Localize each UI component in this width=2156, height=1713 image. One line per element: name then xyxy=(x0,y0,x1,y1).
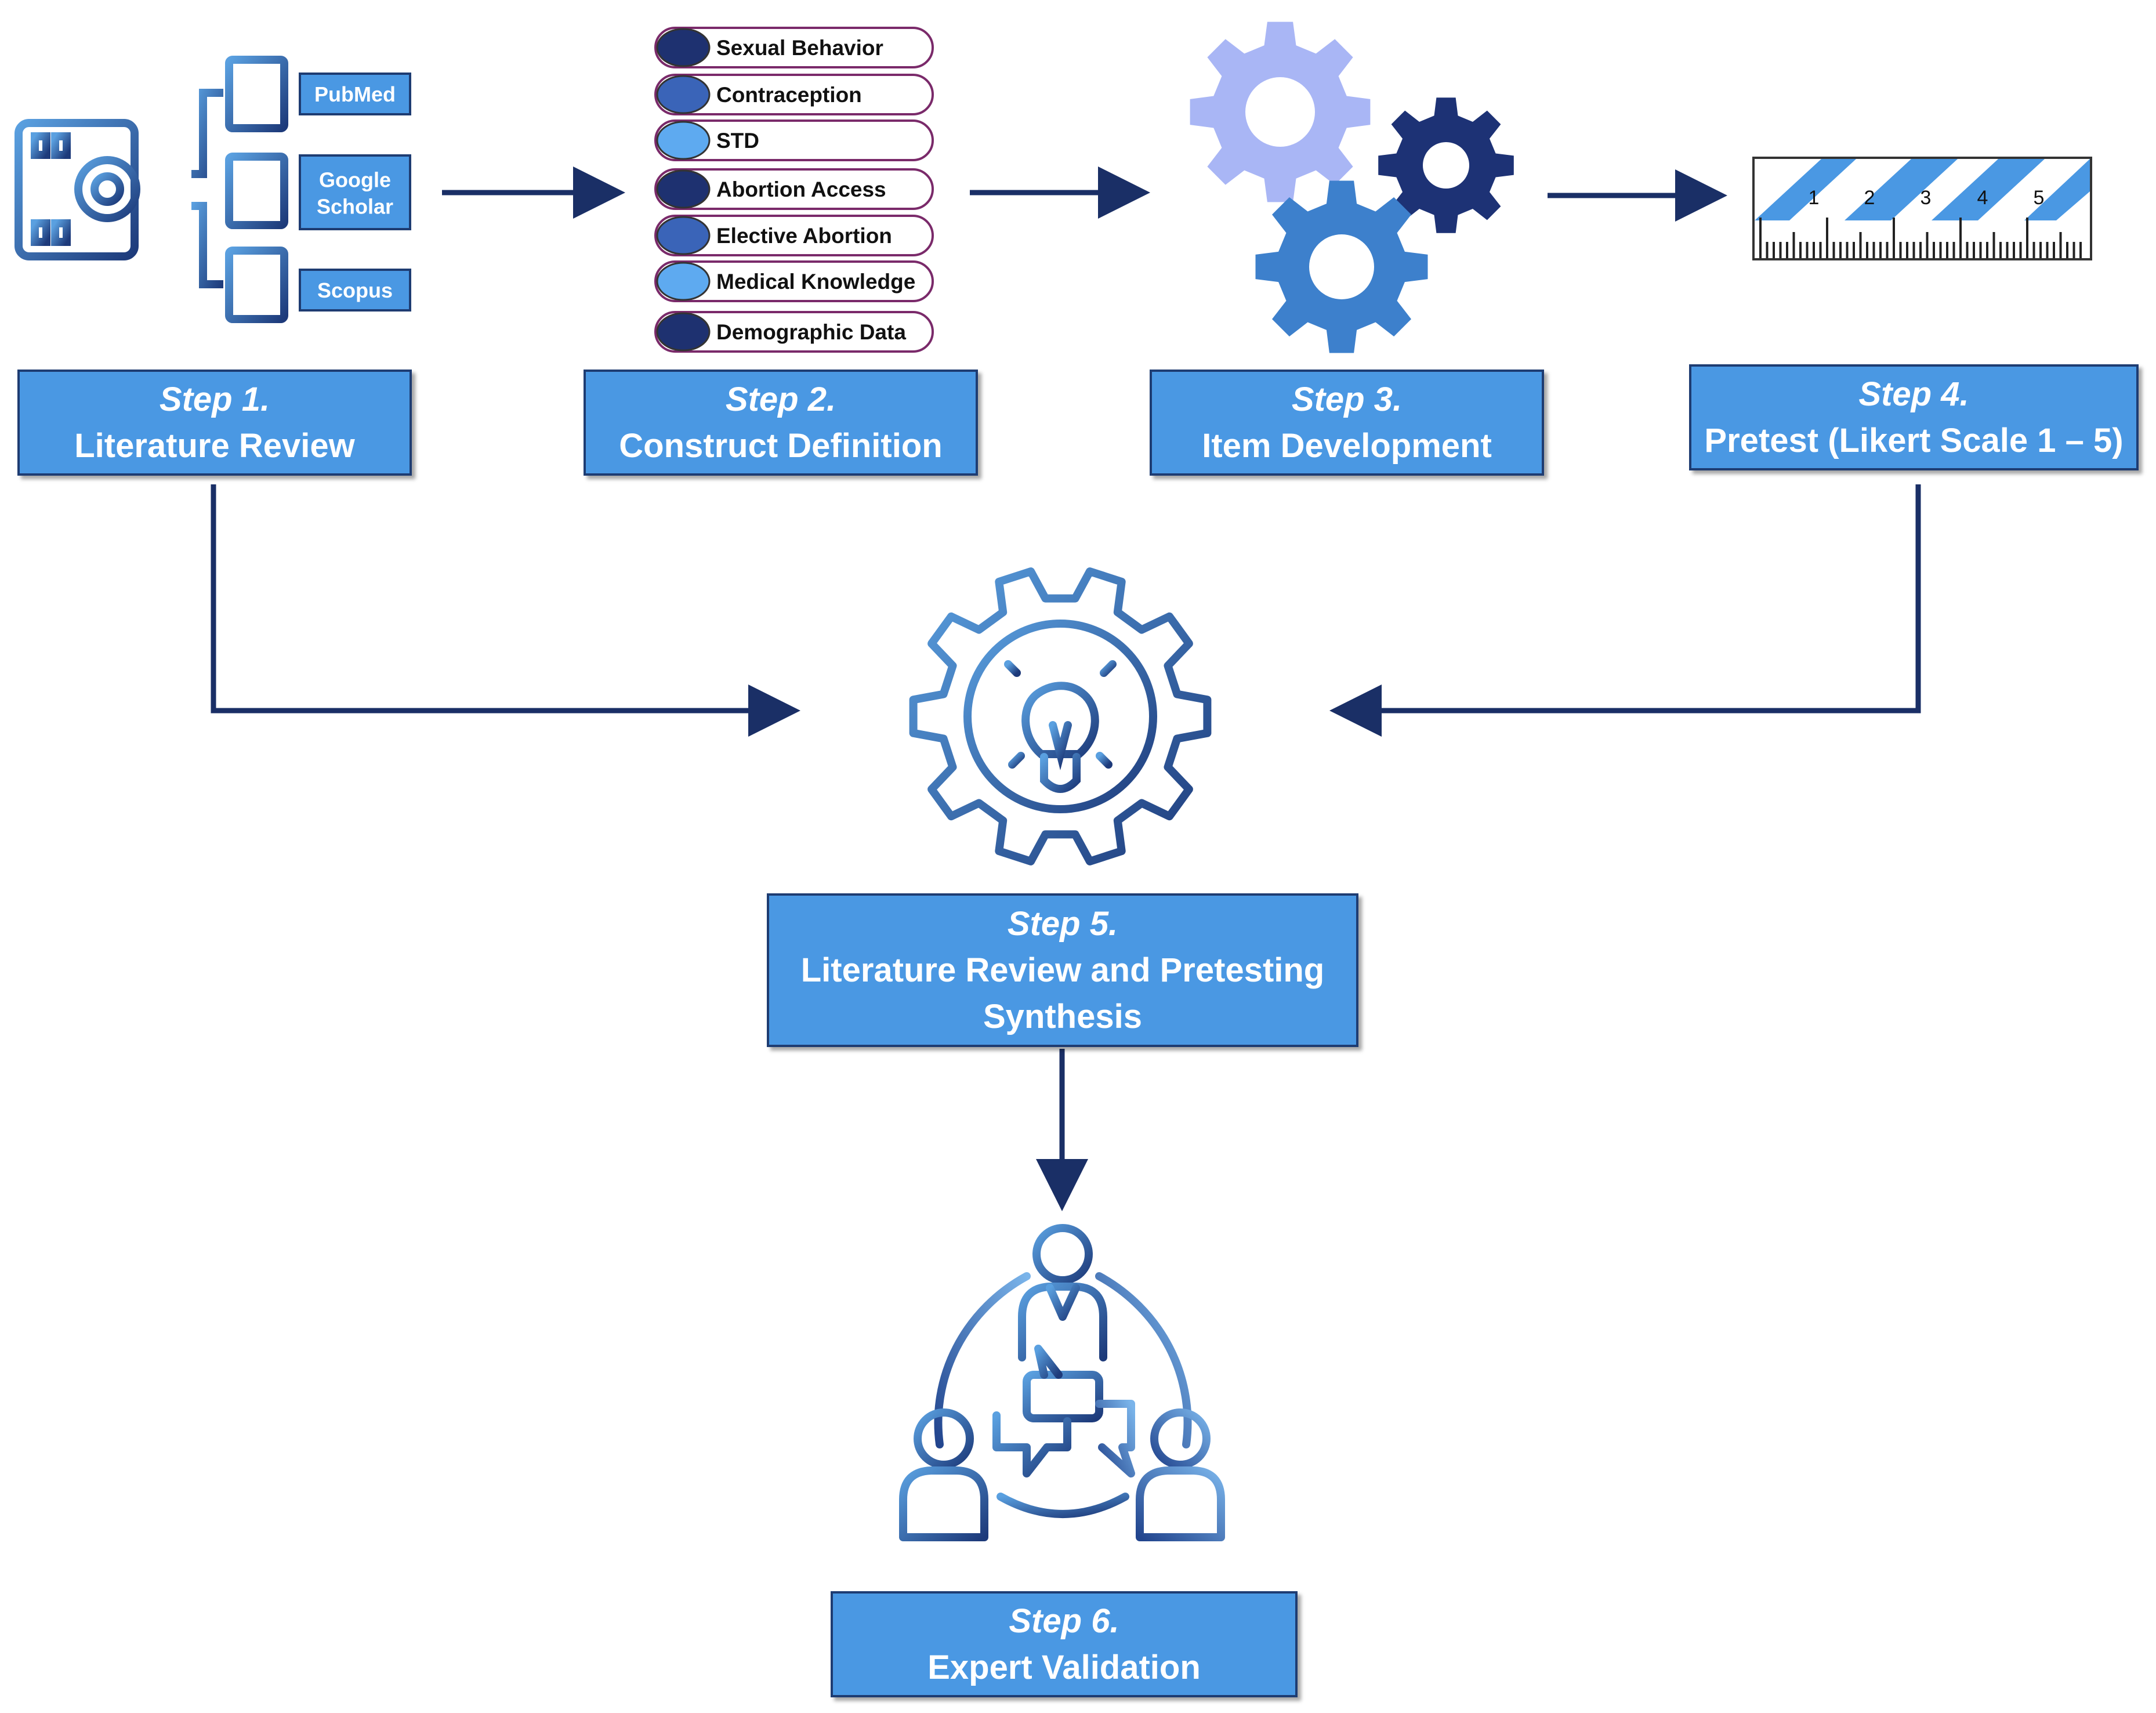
likert-value: 4 xyxy=(1977,187,1988,209)
construct-dot xyxy=(656,121,711,160)
construct-dot xyxy=(656,28,711,67)
step1-label: Literature Review xyxy=(74,426,355,465)
construct-item: Sexual Behavior xyxy=(654,27,934,68)
step5-label: Literature Review and Pretesting Synthes… xyxy=(800,951,1325,1035)
expert-team-icon xyxy=(899,1224,1225,1541)
construct-dot xyxy=(656,75,711,114)
likert-value: 3 xyxy=(1921,187,1932,209)
step6-label: Expert Validation xyxy=(927,1648,1201,1686)
likert-value: 5 xyxy=(2034,187,2045,209)
source-label: PubMed xyxy=(314,82,396,106)
flow-arrows xyxy=(211,166,1921,1211)
source-box xyxy=(299,269,411,312)
construct-label: STD xyxy=(716,129,759,153)
construct-item: Medical Knowledge xyxy=(654,260,934,302)
step2-box: Step 2. Construct Definition xyxy=(584,370,978,476)
construct-label: Sexual Behavior xyxy=(716,36,883,60)
step1-box: Step 1. Literature Review xyxy=(17,370,412,476)
source-label: Scopus xyxy=(317,278,393,302)
step4-box: Step 4. Pretest (Likert Scale 1 – 5) xyxy=(1689,364,2139,470)
construct-dot xyxy=(656,262,711,301)
construct-item: Demographic Data xyxy=(654,311,934,353)
likert-ruler-icon: 1 2 3 4 5 xyxy=(1752,157,2092,260)
construct-dot xyxy=(656,312,711,352)
idea-gear-outline xyxy=(909,567,1212,865)
step3-box: Step 3. Item Development xyxy=(1150,370,1544,476)
step4-number: Step 4. xyxy=(1858,375,1969,413)
idea-gear-icon xyxy=(909,567,1212,865)
likert-value: 1 xyxy=(1809,187,1820,209)
step5-number: Step 5. xyxy=(1007,904,1118,943)
database-network-icon xyxy=(15,56,288,323)
step6-box: Step 6. Expert Validation xyxy=(831,1591,1298,1697)
step4-label: Pretest (Likert Scale 1 – 5) xyxy=(1704,421,2124,459)
step6-number: Step 6. xyxy=(1009,1602,1119,1640)
step3-number: Step 3. xyxy=(1291,380,1403,418)
gears-icon xyxy=(1190,21,1514,353)
step2-number: Step 2. xyxy=(725,380,836,418)
construct-item: STD xyxy=(654,119,934,161)
step1-number: Step 1. xyxy=(159,380,270,418)
construct-item: Contraception xyxy=(654,74,934,115)
construct-dot xyxy=(656,216,711,255)
source-box xyxy=(299,154,411,230)
construct-label: Elective Abortion xyxy=(716,224,892,248)
construct-item: Abortion Access xyxy=(654,168,934,210)
arrow-step4-to-step5 xyxy=(1329,484,1921,737)
step2-label: Construct Definition xyxy=(619,426,943,465)
construct-item: Elective Abortion xyxy=(654,215,934,256)
construct-label: Medical Knowledge xyxy=(716,270,915,294)
likert-value: 2 xyxy=(1864,187,1875,209)
arrow-step1-to-step5 xyxy=(211,484,800,737)
construct-dot xyxy=(656,169,711,209)
step3-label: Item Development xyxy=(1202,426,1492,465)
construct-label: Contraception xyxy=(716,83,862,107)
construct-label: Demographic Data xyxy=(716,320,906,344)
construct-label: Abortion Access xyxy=(716,178,886,201)
source-box xyxy=(299,73,411,115)
step5-box: Step 5. Literature Review and Pretesting… xyxy=(767,893,1358,1047)
